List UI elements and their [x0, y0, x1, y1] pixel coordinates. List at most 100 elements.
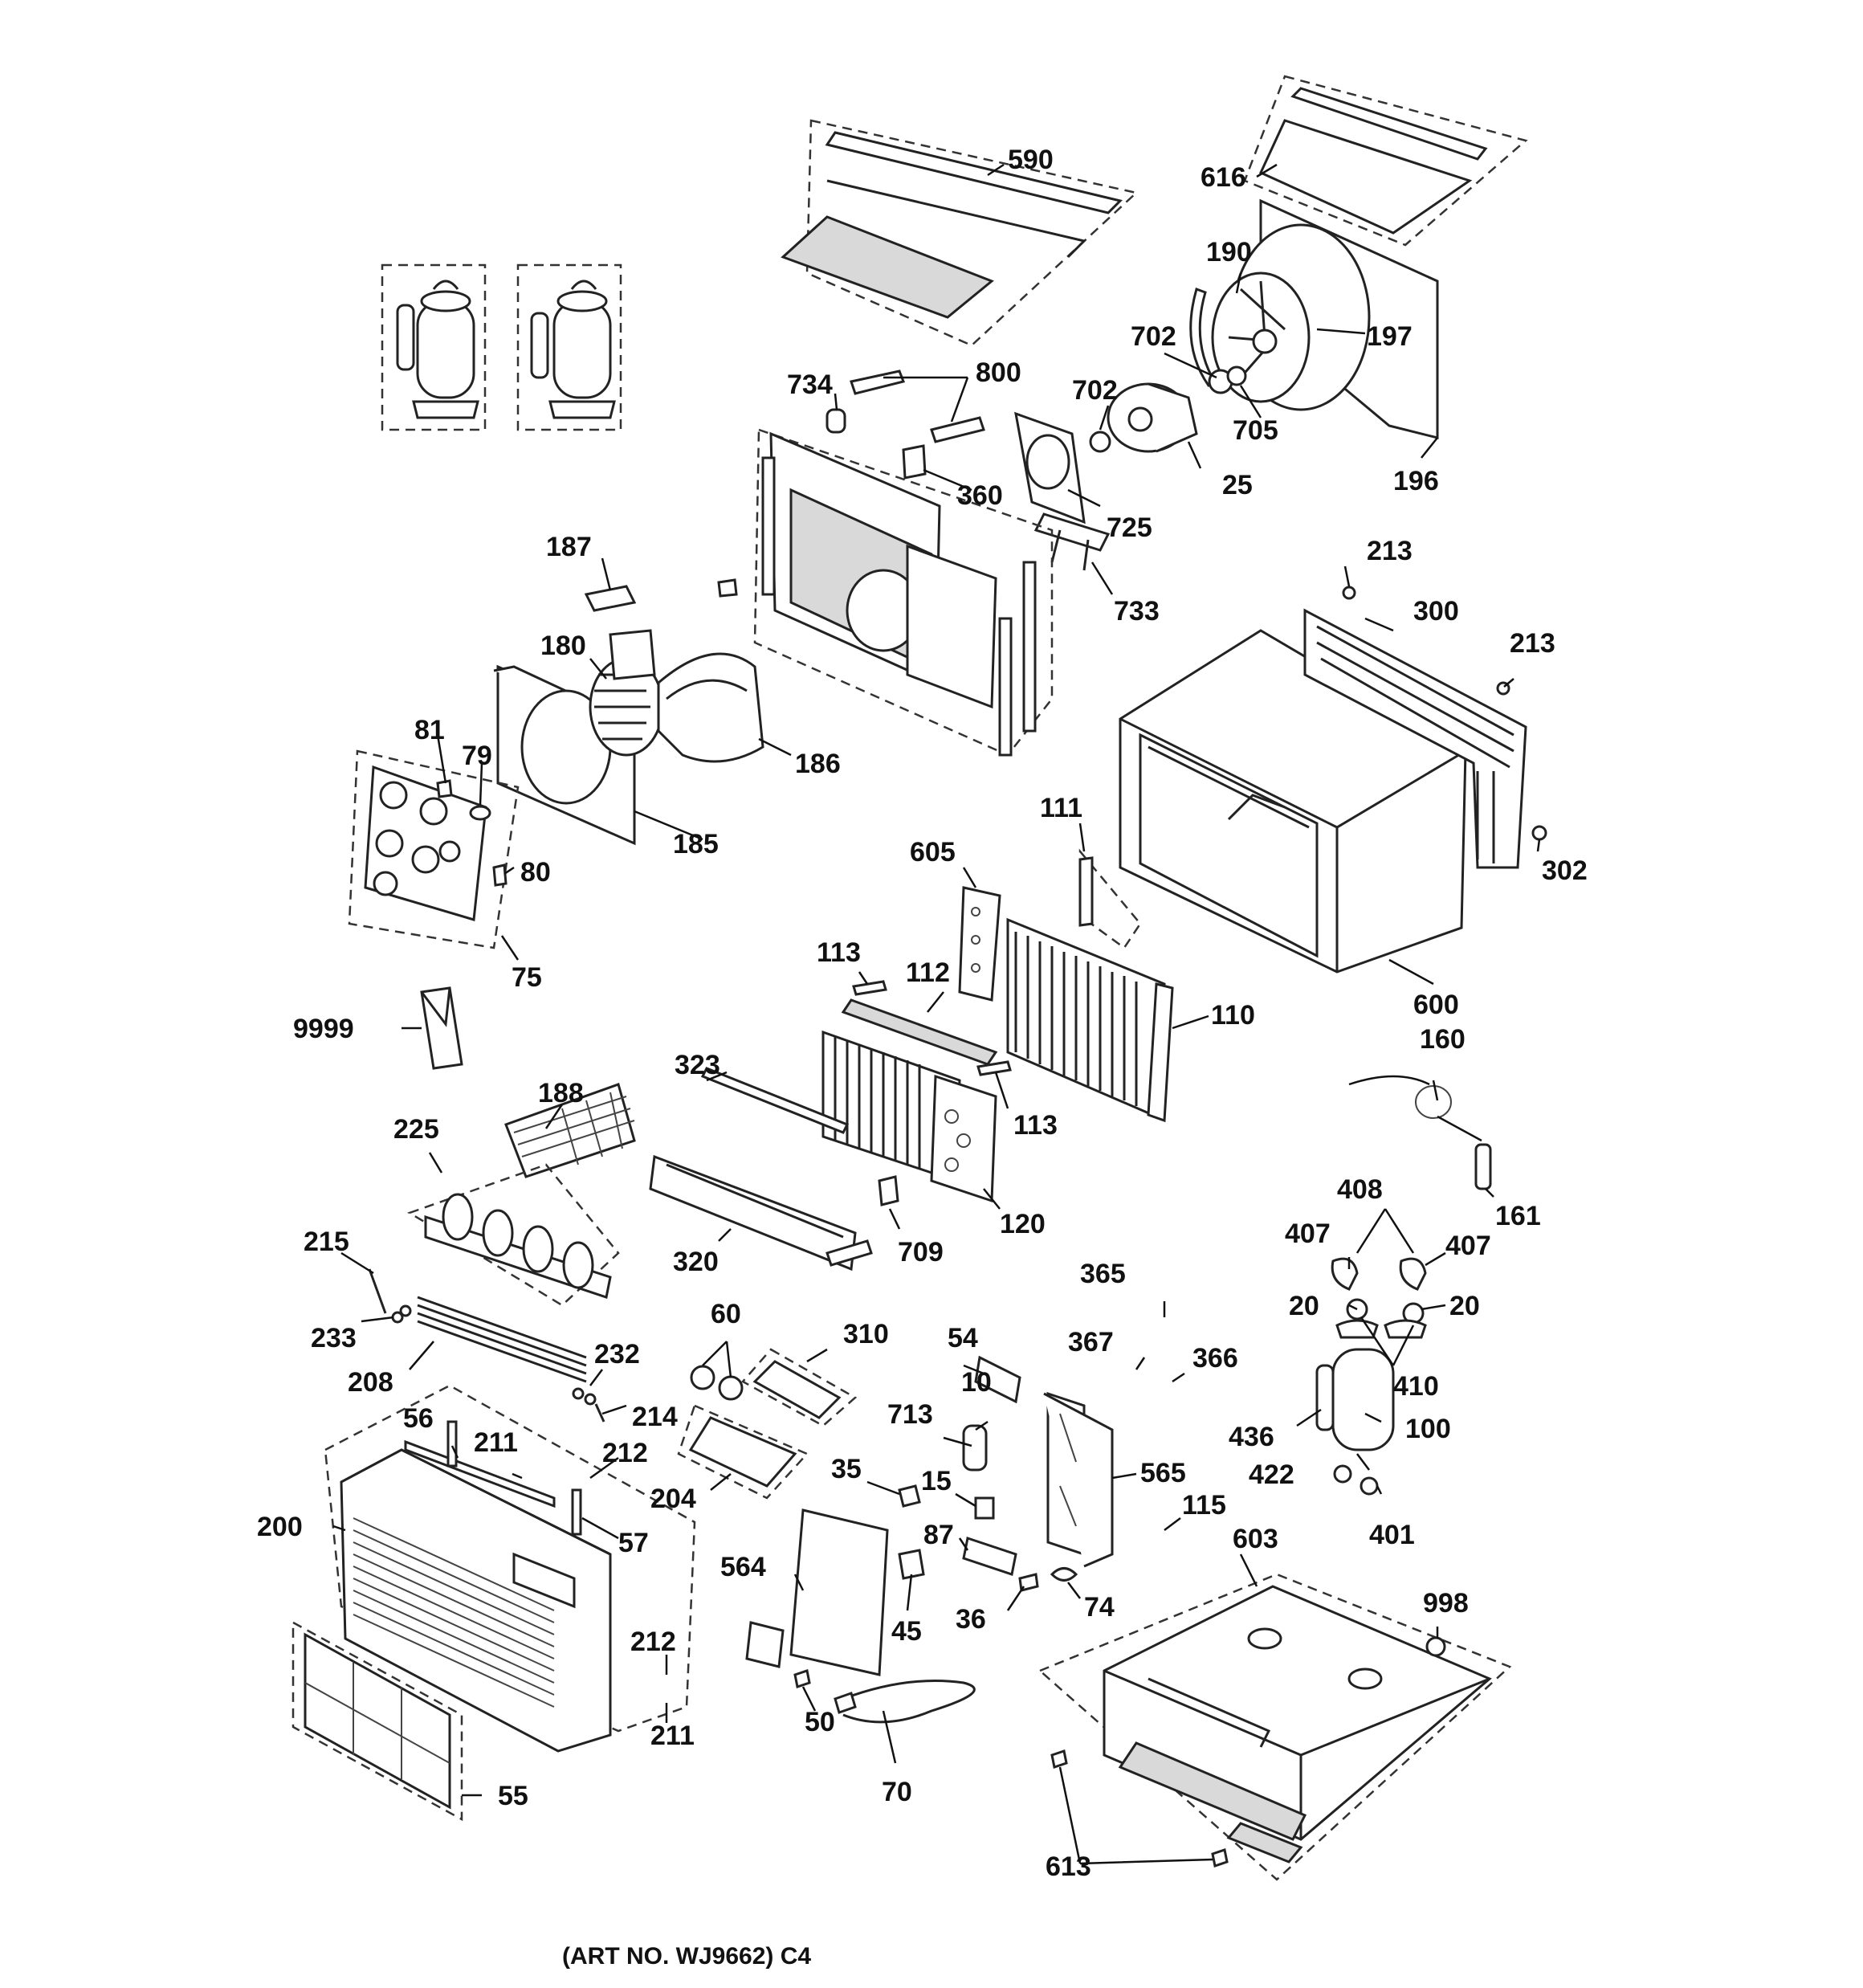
label-213b: 213: [1510, 628, 1555, 659]
label-74: 74: [1084, 1592, 1115, 1623]
part-labels: 590 616 190 197 702 702 705 25 196 734 8…: [257, 145, 1588, 1882]
coils-assembly: [821, 848, 1174, 1203]
label-200: 200: [257, 1512, 303, 1542]
label-57: 57: [618, 1528, 649, 1558]
label-410: 410: [1393, 1371, 1439, 1402]
label-113b: 113: [1013, 1110, 1058, 1141]
label-215: 215: [304, 1227, 349, 1257]
label-50: 50: [805, 1707, 835, 1737]
label-20a: 20: [1289, 1291, 1319, 1321]
label-733: 733: [1114, 596, 1160, 627]
label-185: 185: [673, 829, 719, 859]
front-panel-200: [324, 1384, 696, 1753]
label-45: 45: [891, 1616, 922, 1647]
label-998: 998: [1423, 1588, 1469, 1619]
label-213a: 213: [1367, 536, 1413, 566]
label-302: 302: [1542, 855, 1588, 886]
label-190: 190: [1206, 237, 1252, 267]
label-360: 360: [957, 480, 1003, 511]
louver-rods: [368, 1268, 605, 1423]
label-113a: 113: [817, 937, 861, 968]
filter-55: [291, 1620, 463, 1822]
label-161: 161: [1495, 1201, 1541, 1231]
label-211b: 211: [650, 1721, 695, 1751]
label-120: 120: [1000, 1209, 1046, 1239]
label-422: 422: [1249, 1459, 1294, 1490]
label-725: 725: [1107, 512, 1152, 543]
label-188: 188: [538, 1078, 584, 1108]
label-323: 323: [675, 1050, 720, 1080]
label-407a: 407: [1285, 1219, 1331, 1249]
leader-lines: [332, 163, 1541, 1865]
label-407b: 407: [1445, 1231, 1491, 1261]
label-180: 180: [540, 631, 586, 661]
compressor-option-b: [516, 263, 622, 431]
label-70: 70: [882, 1777, 912, 1807]
label-613: 613: [1046, 1851, 1091, 1882]
label-196: 196: [1393, 466, 1439, 496]
label-115: 115: [1182, 1490, 1226, 1521]
label-212a: 212: [602, 1438, 648, 1468]
label-603: 603: [1233, 1524, 1278, 1554]
part-616-top-panel: [1243, 75, 1528, 247]
label-60: 60: [711, 1299, 741, 1329]
label-186: 186: [795, 749, 841, 779]
electrical-components: [745, 1355, 1114, 1724]
label-600: 600: [1413, 990, 1459, 1020]
label-87: 87: [923, 1520, 954, 1550]
label-211a: 211: [474, 1427, 518, 1458]
label-310: 310: [843, 1319, 889, 1349]
base-pan-603: [1037, 1573, 1512, 1881]
control-panel-310-204: [677, 1348, 858, 1500]
label-15: 15: [921, 1466, 952, 1496]
label-110: 110: [1211, 1000, 1255, 1031]
brackets-800-734-360: [826, 369, 985, 480]
label-233: 233: [311, 1323, 357, 1353]
label-56: 56: [403, 1403, 434, 1434]
label-366: 366: [1192, 1343, 1238, 1374]
label-25: 25: [1222, 470, 1253, 500]
label-204: 204: [650, 1484, 696, 1514]
label-111: 111: [1040, 793, 1082, 823]
label-212b: 212: [630, 1627, 676, 1657]
blower-assembly: [493, 585, 764, 846]
label-10: 10: [961, 1367, 992, 1398]
label-36: 36: [956, 1604, 986, 1635]
louver-and-screen: [407, 1083, 636, 1307]
label-705: 705: [1233, 415, 1278, 446]
label-187: 187: [546, 532, 592, 562]
label-81: 81: [414, 715, 445, 745]
label-20b: 20: [1449, 1291, 1480, 1321]
label-55: 55: [498, 1781, 528, 1811]
label-734: 734: [787, 369, 833, 400]
label-225: 225: [393, 1114, 439, 1145]
label-232: 232: [594, 1339, 640, 1370]
label-9999: 9999: [293, 1014, 354, 1044]
label-80: 80: [520, 857, 551, 888]
label-565: 565: [1140, 1458, 1186, 1488]
label-54: 54: [948, 1323, 978, 1353]
label-401: 401: [1369, 1520, 1415, 1550]
label-616: 616: [1201, 162, 1246, 193]
label-365: 365: [1080, 1259, 1126, 1289]
label-436: 436: [1229, 1422, 1274, 1452]
cabinet-case-600: [1119, 586, 1547, 974]
label-709: 709: [898, 1237, 944, 1268]
label-800: 800: [976, 357, 1021, 388]
part-590-top-panel: [781, 119, 1139, 347]
label-702a: 702: [1131, 321, 1176, 352]
compressor-option-a: [381, 263, 487, 431]
label-713: 713: [887, 1399, 933, 1430]
label-214: 214: [632, 1402, 678, 1432]
label-320: 320: [673, 1247, 719, 1277]
label-564: 564: [720, 1552, 766, 1582]
drain-pans: [649, 1067, 899, 1272]
outdoor-fan-assembly: [1014, 198, 1439, 571]
label-605: 605: [910, 837, 956, 867]
label-112: 112: [906, 957, 950, 988]
art-number-caption: (ART NO. WJ9662) C4: [562, 1943, 811, 1970]
literature-envelope-9999: [420, 986, 463, 1070]
control-box-75: [348, 749, 520, 949]
label-160: 160: [1420, 1024, 1466, 1055]
